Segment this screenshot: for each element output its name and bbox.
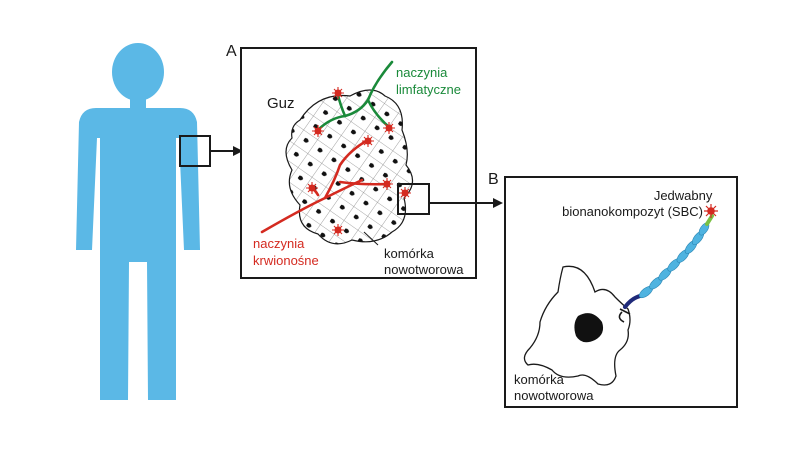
human-torso <box>76 108 200 400</box>
blood-vessel-label-line2: krwionośne <box>253 253 319 268</box>
cell-nucleus <box>574 313 604 343</box>
panel-b-letter: B <box>488 171 499 188</box>
cell-label-leader <box>363 231 379 246</box>
panel-a-letter: A <box>226 43 237 60</box>
panel-b-cell-label: komórka nowotworowa <box>514 372 594 403</box>
tumor-label: Guz <box>267 95 295 112</box>
silk-chain <box>638 222 710 299</box>
panel-a-cell-label: komórka nowotworowa <box>384 246 464 277</box>
tumor-mass <box>285 89 414 245</box>
sbc-spark <box>704 204 718 218</box>
arrow-to-panel-b <box>429 198 503 208</box>
sbc-label: Jedwabny bionanokompozyt (SBC) <box>562 188 716 219</box>
human-neck <box>130 96 146 110</box>
human-silhouette <box>76 43 200 400</box>
blood-vessel-label-line1: naczynia <box>253 236 305 251</box>
sbc-label-line1: Jedwabny <box>654 188 713 203</box>
cell-receptor <box>618 308 631 323</box>
blood-vessel-label: naczynia krwionośne <box>253 236 319 268</box>
tumor-selection-box <box>397 183 430 215</box>
arrow-to-panel-a <box>210 146 243 156</box>
lymphatic-label-line1: naczynia <box>396 65 448 80</box>
human-head <box>112 43 164 101</box>
panel-b-frame <box>504 176 738 408</box>
panel-b-cell-label-line1: komórka <box>514 372 565 387</box>
lymphatic-label: naczynia limfatyczne <box>396 65 461 97</box>
sbc-label-line2: bionanokompozyt (SBC) <box>562 204 703 219</box>
ligand-end <box>623 294 642 309</box>
panel-a-cell-label-line1: komórka <box>384 246 435 261</box>
tumor-spark-rays <box>306 87 411 236</box>
panel-b-cell-label-line2: nowotworowa <box>514 388 594 403</box>
lymphatic-label-line2: limfatyczne <box>396 82 461 97</box>
panel-a-cell-label-line2: nowotworowa <box>384 262 464 277</box>
